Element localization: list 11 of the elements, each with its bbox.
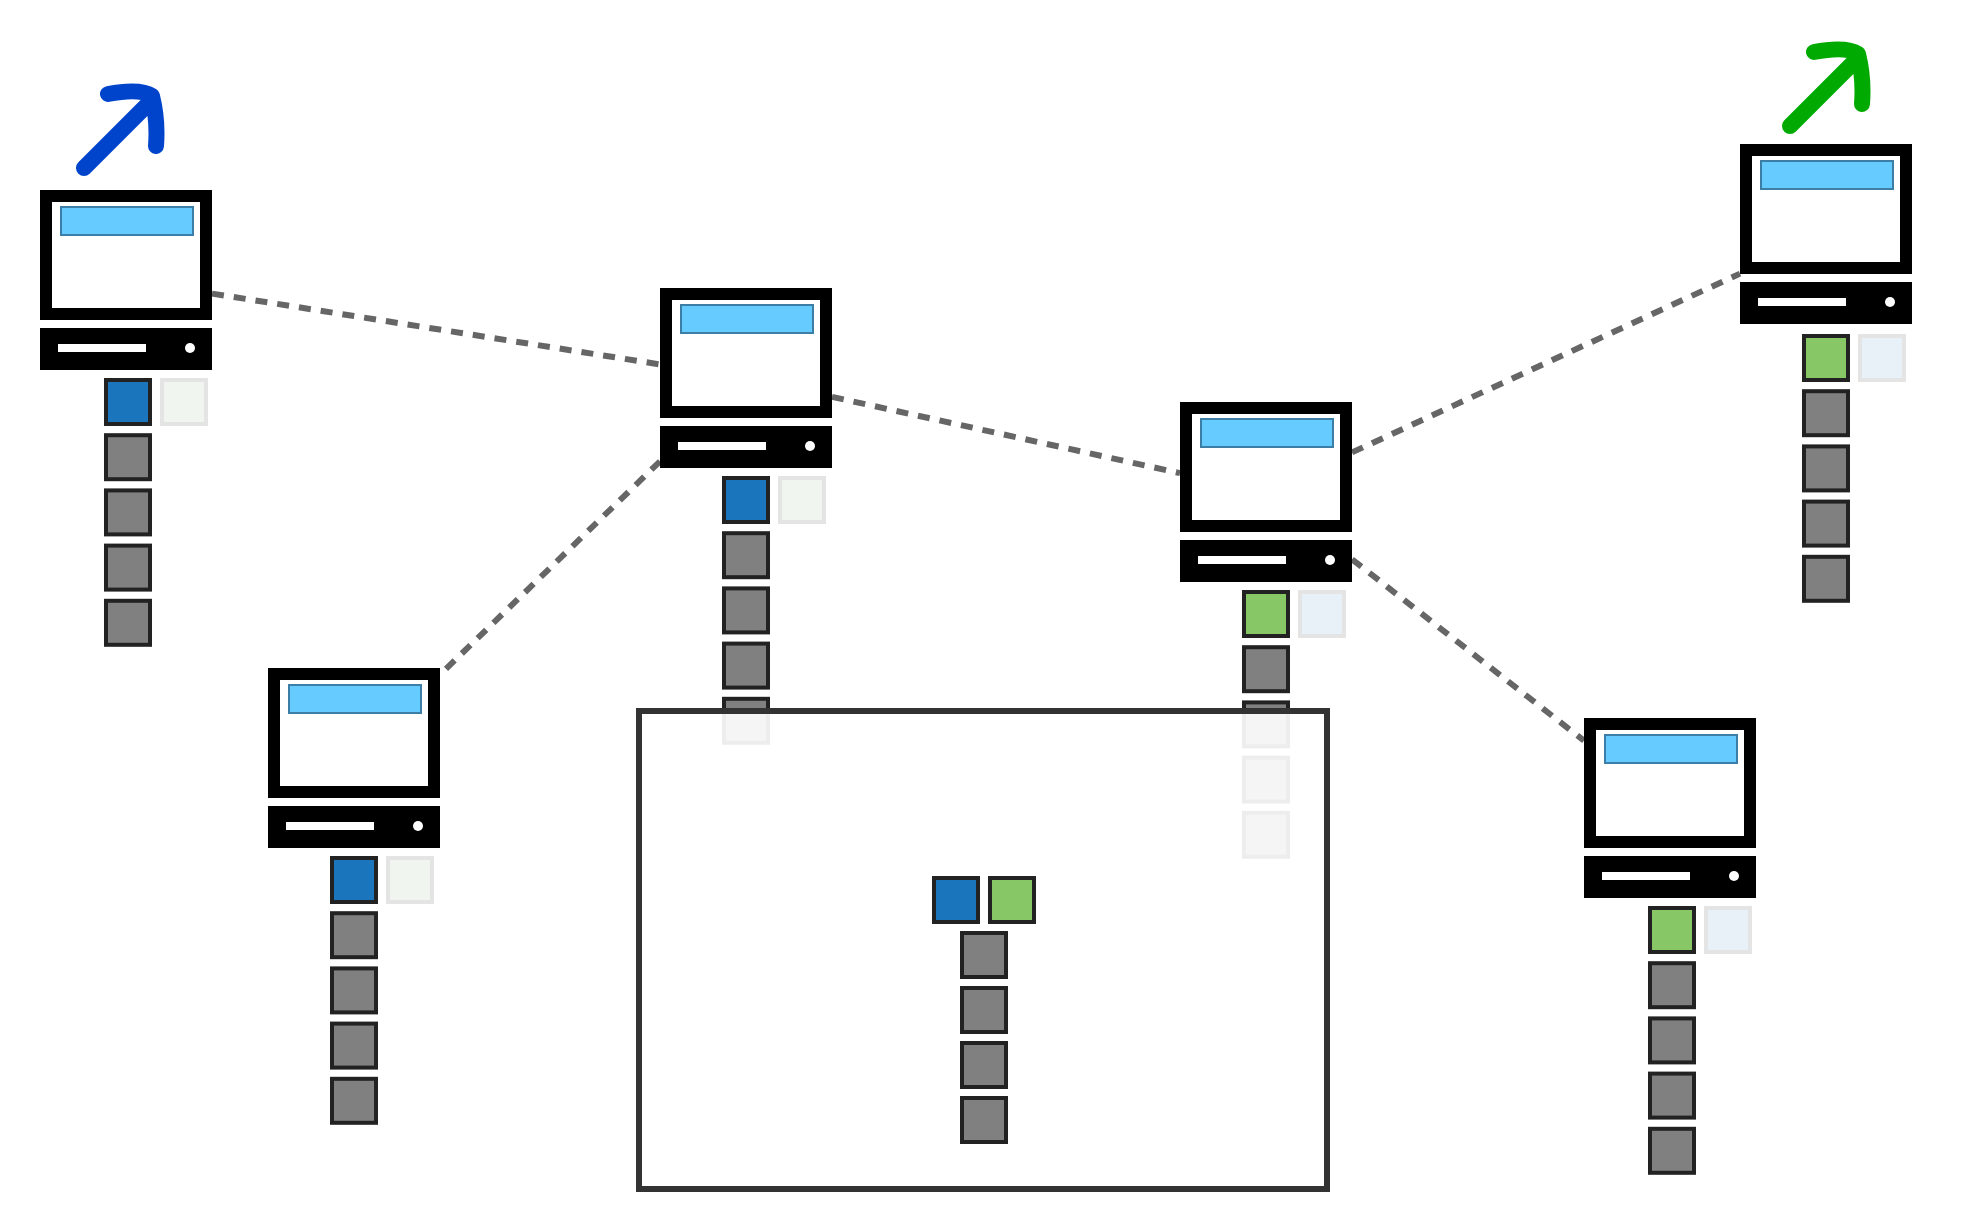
connector-line <box>1350 270 1742 456</box>
computer-icon <box>268 668 440 848</box>
frame <box>636 708 1330 1192</box>
computer-icon <box>1180 402 1352 582</box>
connector-line <box>831 393 1181 477</box>
computer-icon <box>660 288 832 468</box>
connector-line <box>211 290 661 368</box>
connector-line <box>1350 556 1586 744</box>
computer-icon <box>1584 718 1756 898</box>
computer-icon <box>40 190 212 370</box>
computer-icon <box>1740 144 1912 324</box>
